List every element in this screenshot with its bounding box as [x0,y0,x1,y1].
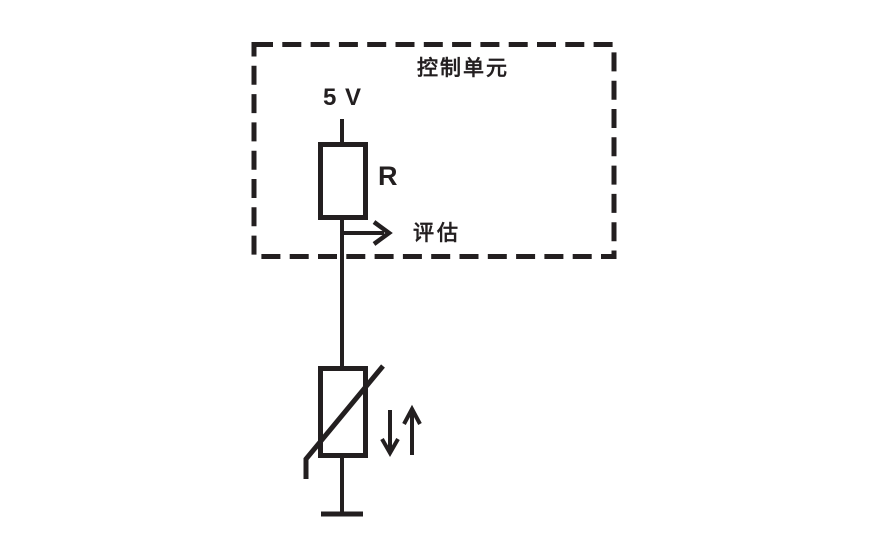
control-unit-box [251,42,617,259]
supply-voltage-label: 5 V [323,84,363,111]
control-unit-label: 控制单元 [417,57,509,80]
resistor-symbol [318,142,368,220]
evaluation-label: 评估 [413,222,461,245]
thermistor-diagonal [303,364,385,479]
evaluation-arrowhead [372,220,393,246]
resistance-up-arrowhead [402,404,422,425]
resistor-label: R [378,161,398,191]
resistance-down-arrowhead [380,438,400,458]
